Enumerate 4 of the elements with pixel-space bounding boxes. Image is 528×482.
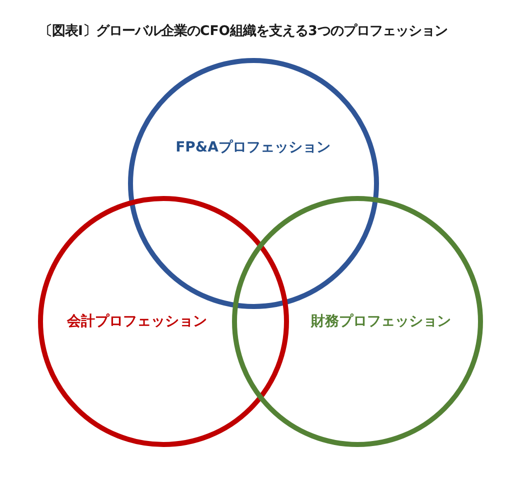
- circle-label: FP&Aプロフェッション: [176, 140, 330, 156]
- circle-label: 会計プロフェッション: [67, 314, 207, 330]
- circle-label: 財務プロフェッション: [311, 314, 451, 330]
- figure-title: 〔図表Ⅰ〕グローバル企業のCFO組織を支える3つのプロフェッション: [39, 24, 448, 40]
